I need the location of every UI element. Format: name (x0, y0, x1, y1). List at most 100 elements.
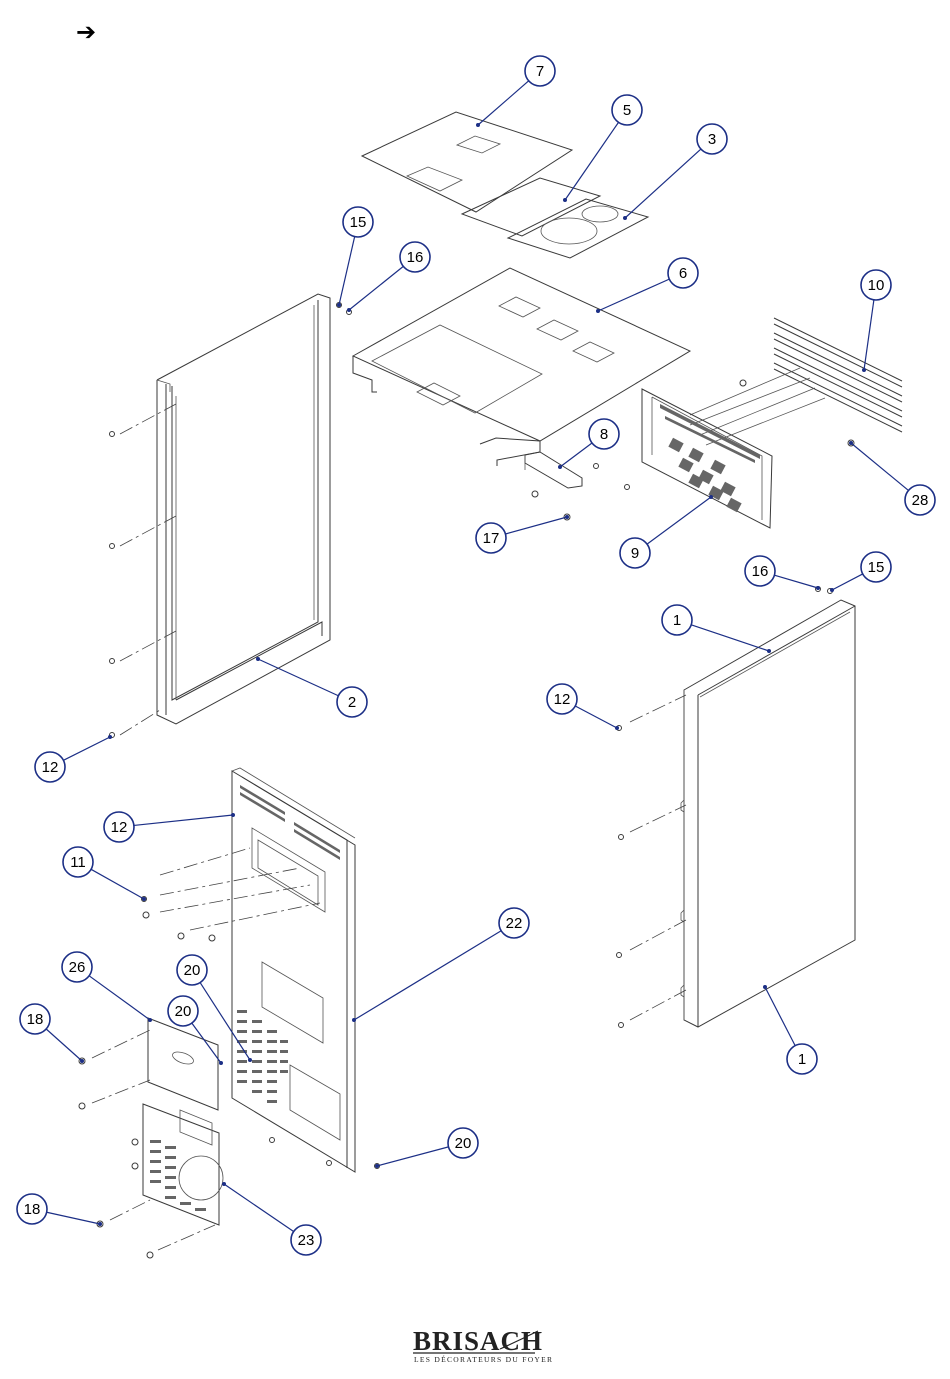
leader-line-c12a (575, 706, 617, 728)
side-frame-2 (157, 294, 330, 724)
callout-c2: 2 (337, 687, 367, 717)
callout-c1a: 1 (662, 605, 692, 635)
callout-c7: 7 (525, 56, 555, 86)
top-frame-6 (353, 268, 690, 466)
callout-label-c10: 10 (868, 277, 885, 294)
leader-dot-c5 (563, 198, 567, 202)
leader-line-c18a (46, 1029, 82, 1061)
callout-label-c15b: 15 (868, 559, 885, 576)
callout-c5: 5 (612, 95, 642, 125)
callout-c12a: 12 (547, 684, 577, 714)
callout-c9: 9 (620, 538, 650, 568)
callout-label-c5: 5 (623, 102, 631, 119)
callout-label-c20a: 20 (184, 962, 201, 979)
callout-label-c16a: 16 (407, 249, 424, 266)
leader-line-c6 (598, 279, 669, 311)
leader-line-c12c (134, 815, 233, 825)
leader-line-c17 (505, 517, 567, 534)
leader-dot-c1b (763, 985, 767, 989)
leader-line-c5 (565, 122, 618, 200)
side-panel-1 (681, 600, 855, 1027)
callout-c28: 28 (905, 485, 935, 515)
callout-c11: 11 (63, 847, 93, 877)
leader-line-c26 (89, 976, 150, 1020)
leader-line-c18b (47, 1212, 100, 1224)
top-plate-3 (508, 199, 648, 258)
leader-line-c16a (349, 266, 403, 310)
leader-line-c3 (625, 149, 701, 218)
leader-dot-c16b (816, 586, 820, 590)
leader-dot-c20c (375, 1164, 379, 1168)
callout-c18b: 18 (17, 1194, 47, 1224)
callout-leaders (46, 81, 908, 1232)
leader-dot-c2 (256, 657, 260, 661)
leader-dot-c15a (337, 303, 341, 307)
callout-c22: 22 (499, 908, 529, 938)
callout-label-c2: 2 (348, 694, 356, 711)
callout-label-c22: 22 (506, 915, 523, 932)
leader-line-c7 (478, 81, 529, 125)
leader-line-c23 (224, 1184, 294, 1232)
leader-dot-c18b (98, 1222, 102, 1226)
callout-label-c20b: 20 (175, 1003, 192, 1020)
leader-dot-c12a (615, 726, 619, 730)
front-panel-22 (232, 768, 355, 1172)
leader-dot-c12b (108, 735, 112, 739)
leader-dot-c6 (596, 309, 600, 313)
leader-dot-c23 (222, 1182, 226, 1186)
callout-label-c20c: 20 (455, 1135, 472, 1152)
leader-dot-c7 (476, 123, 480, 127)
callout-label-c28: 28 (912, 492, 929, 509)
callout-label-c18a: 18 (27, 1011, 44, 1028)
top-plate-7 (362, 112, 572, 212)
leader-dot-c18a (80, 1059, 84, 1063)
leader-line-c11 (91, 869, 144, 899)
top-plate-5 (462, 178, 600, 236)
leader-dot-c9 (709, 495, 713, 499)
callout-c20c: 20 (448, 1128, 478, 1158)
callout-label-c9: 9 (631, 545, 639, 562)
callout-label-c1a: 1 (673, 612, 681, 629)
leader-line-c1b (765, 987, 795, 1046)
callout-label-c18b: 18 (24, 1201, 41, 1218)
callout-c15a: 15 (343, 207, 373, 237)
leader-line-c16b (774, 575, 818, 588)
logo-tagline: LES DÉCORATEURS DU FOYER (414, 1354, 553, 1364)
grille-23 (143, 1104, 223, 1225)
callout-label-c26: 26 (69, 959, 86, 976)
callout-label-c1b: 1 (798, 1051, 806, 1068)
leader-line-c20b (192, 1023, 221, 1063)
callout-c12c: 12 (104, 812, 134, 842)
leader-line-c15b (832, 574, 863, 590)
front-panel-vent-grid (237, 1010, 288, 1103)
callout-c10: 10 (861, 270, 891, 300)
callout-c6: 6 (668, 258, 698, 288)
right-screws (617, 695, 687, 1028)
callout-c16b: 16 (745, 556, 775, 586)
brisach-logo: BRISACH LES DÉCORATEURS DU FOYER (413, 1326, 553, 1364)
leader-dot-c28 (849, 441, 853, 445)
leader-dot-c11 (142, 897, 146, 901)
callout-label-c8: 8 (600, 426, 608, 443)
callout-c17: 17 (476, 523, 506, 553)
small-hardware (337, 303, 855, 594)
callout-label-c3: 3 (708, 131, 716, 148)
callout-c15b: 15 (861, 552, 891, 582)
leader-dot-c3 (623, 216, 627, 220)
callout-label-c17: 17 (483, 530, 500, 547)
callout-c12b: 12 (35, 752, 65, 782)
callout-label-c12a: 12 (554, 691, 571, 708)
callout-label-c6: 6 (679, 265, 687, 282)
callout-label-c12c: 12 (111, 819, 128, 836)
callout-c23: 23 (291, 1225, 321, 1255)
callout-c3: 3 (697, 124, 727, 154)
leader-dot-c22 (352, 1018, 356, 1022)
leader-line-c22 (354, 931, 501, 1020)
leader-dot-c26 (148, 1018, 152, 1022)
leader-line-c15a (339, 237, 355, 305)
leader-line-c20c (377, 1147, 449, 1166)
callout-label-c7: 7 (536, 63, 544, 80)
callout-label-c16b: 16 (752, 563, 769, 580)
